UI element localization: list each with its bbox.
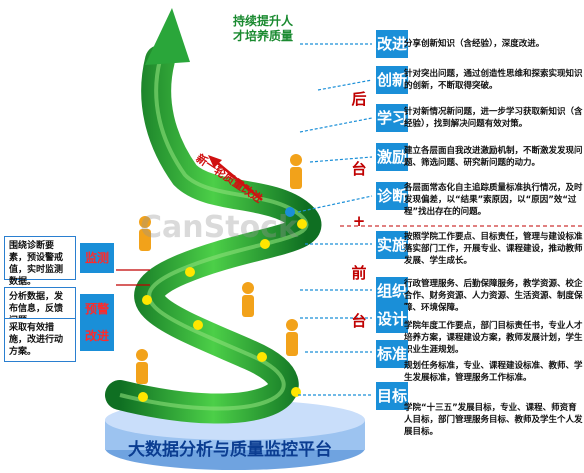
step-desc-goal: 学院“十三五”发展目标，专业、课程、师资育人目标，部门管理服务目标、教师及学生个… xyxy=(404,403,583,437)
middle-label-qian: 前 xyxy=(351,264,367,282)
step-desc-motivate: 建立各层面自我改进激励机制，不断激发发现问题、筛选问题、研究新问题的动力。 xyxy=(404,146,583,168)
dot xyxy=(285,207,295,217)
step-tag-standard: 标准 xyxy=(376,340,408,368)
step-tag-design: 设计 xyxy=(376,305,408,333)
step-tag-implement: 实施 xyxy=(376,231,408,259)
left-connectors xyxy=(116,269,150,286)
step-tag-organize: 组织 xyxy=(376,277,408,305)
step-desc-organize: 行政管理服务、后勤保障服务，教学资源、校企合作、财务资源、人力资源、生活资源、制… xyxy=(404,279,583,313)
person-figures xyxy=(136,154,302,384)
platform-label: 大数据分析与质量监控平台 xyxy=(128,440,332,460)
left-box-improve: 采取有效措施，改进行动方案。 xyxy=(4,318,76,362)
dot xyxy=(142,295,152,305)
dot xyxy=(193,320,203,330)
left-tag-monitor: 监测 xyxy=(80,243,114,273)
middle-label-hou: 后 xyxy=(351,90,367,108)
middle-label-plus: + xyxy=(352,212,366,230)
step-desc-innovate: 针对突出问题，通过创造性思维和探索实现知识的创新，不断取得突破。 xyxy=(404,69,583,91)
dot xyxy=(297,219,307,229)
dot xyxy=(257,352,267,362)
cycle-arrow xyxy=(213,159,263,201)
cycle-arrow-head xyxy=(208,155,222,168)
dot xyxy=(138,392,148,402)
step-tag-diagnose: 诊断 xyxy=(376,182,408,210)
step-desc-diagnose: 各层面常态化自主追踪质量标准执行情况，及时发现偏差，以“结果”索原因，以“原因”… xyxy=(404,183,583,217)
goal-label: 持续提升人 才培养质量 xyxy=(232,14,293,43)
middle-label-tai-2: 台 xyxy=(351,312,367,330)
watermark: CanStock xyxy=(140,210,298,245)
left-box-monitor: 围绕诊断要素，预设警戒值，实时监测数据。 xyxy=(4,236,76,287)
step-tag-learn: 学习 xyxy=(376,104,408,132)
dot xyxy=(260,239,270,249)
step-desc-learn: 针对新情况新问题，进一步学习获取新知识（含经验），找到解决问题有效对策。 xyxy=(404,107,583,129)
step-desc-design: 学院年度工作要点，部门目标责任书，专业人才培养方案，课程建设方案，教师发展计划，… xyxy=(404,321,583,355)
middle-label-tai-1: 台 xyxy=(351,160,367,178)
step-tag-goal: 目标 xyxy=(376,382,408,410)
step-tag-improve: 改进 xyxy=(376,30,408,58)
arrow-head xyxy=(145,8,190,65)
step-desc-standard: 规划任务标准，专业、课程建设标准、教师、学生发展标准，管理服务工作标准。 xyxy=(404,361,583,383)
left-tag-improve: 改进 xyxy=(80,321,114,351)
left-tag-warning: 预警 xyxy=(80,294,114,324)
spiral-highlight xyxy=(119,59,309,411)
step-desc-improve: 分享创新知识（含经验），深度改进。 xyxy=(404,39,545,49)
step-desc-implement: 按照学院工作要点、目标责任，管理与建设标准落实部门工作，开展专业、课程建设，推动… xyxy=(404,232,583,266)
step-tag-motivate: 激励 xyxy=(376,143,408,171)
right-connectors xyxy=(297,43,373,396)
dot xyxy=(185,267,195,277)
step-tag-innovate: 创新 xyxy=(376,66,408,94)
